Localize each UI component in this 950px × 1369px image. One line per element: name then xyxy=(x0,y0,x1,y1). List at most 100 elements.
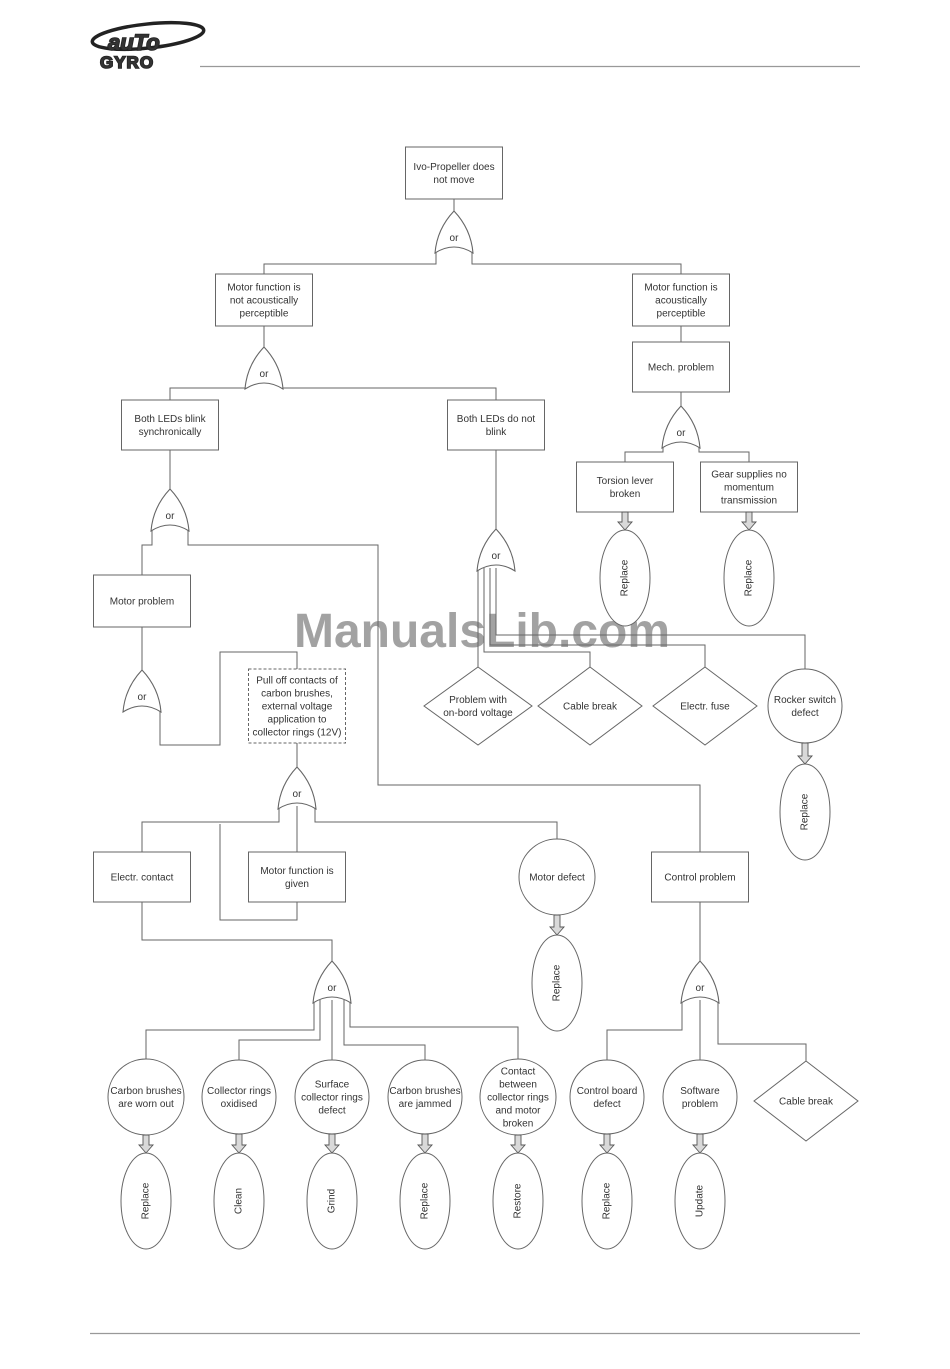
action-oval xyxy=(306,1152,358,1250)
node-label-line: Electr. contact xyxy=(111,873,174,884)
node-motor-defect: Motor defect xyxy=(518,838,596,916)
action-label: Clean xyxy=(234,1188,245,1214)
action-label: Restore xyxy=(513,1183,524,1218)
node-label-line: Both LEDs blink xyxy=(134,414,206,425)
connector-line xyxy=(717,1000,807,1061)
connector-line xyxy=(187,528,701,852)
connector-line xyxy=(263,250,437,274)
action-oval xyxy=(599,529,651,627)
or-gate: or xyxy=(661,405,701,450)
down-arrow-icon xyxy=(741,511,757,531)
connector-line xyxy=(624,446,664,462)
node-label-line: blink xyxy=(486,427,508,438)
node-mech: Mech. problem xyxy=(632,341,730,393)
node-label-line: are jammed xyxy=(399,1099,452,1110)
action-gear: Replace xyxy=(723,511,775,627)
action-cr-ox: Clean xyxy=(213,1133,265,1250)
or-gate-label: or xyxy=(328,983,338,994)
connector-line xyxy=(238,1000,321,1060)
action-label: Replace xyxy=(602,1182,613,1219)
node-label-line: Torsion lever xyxy=(597,476,654,487)
node-label-line: Both LEDs do not xyxy=(457,414,536,425)
action-cboard: Replace xyxy=(581,1133,633,1250)
action-oval xyxy=(723,529,775,627)
node-cable1: Cable break xyxy=(537,666,643,746)
node-label-line: Carbon brushes xyxy=(389,1086,460,1097)
node-control: Control problem xyxy=(651,851,749,903)
node-label-line: synchronically xyxy=(139,427,202,438)
logo-text-top: auTo xyxy=(108,30,160,55)
down-arrow-icon xyxy=(324,1133,340,1154)
node-label-line: Gear supplies no xyxy=(711,470,787,481)
or-gate-label: or xyxy=(450,233,460,244)
node-label-line: Carbon brushes xyxy=(110,1086,181,1097)
node-label-line: Motor function is xyxy=(260,866,333,877)
node-label-line: Control problem xyxy=(664,873,735,884)
connector-line xyxy=(483,568,591,667)
action-motor-defect: Replace xyxy=(531,914,583,1032)
node-label-line: Electr. fuse xyxy=(680,702,730,713)
node-label-line: given xyxy=(285,879,309,890)
connector-lines xyxy=(141,199,807,1061)
action-cb-jam: Replace xyxy=(399,1133,451,1250)
node-label-line: transmission xyxy=(721,496,777,507)
down-arrow-icon xyxy=(510,1134,526,1154)
node-label-line: problem xyxy=(682,1099,718,1110)
connector-line xyxy=(343,1000,426,1060)
node-label-line: collector rings xyxy=(487,1093,549,1104)
node-label-line: acoustically xyxy=(655,296,707,307)
node-label-line: defect xyxy=(593,1099,620,1110)
node-label-line: Motor defect xyxy=(529,873,585,884)
node-label-line: broken xyxy=(610,489,641,500)
or-gate: or xyxy=(150,488,190,533)
or-gate: or xyxy=(122,669,162,714)
node-label-line: Mech. problem xyxy=(648,363,714,374)
node-label-line: momentum xyxy=(724,483,774,494)
action-label: Update xyxy=(695,1184,706,1217)
node-label-line: collector rings xyxy=(301,1093,363,1104)
or-gate-label: or xyxy=(677,428,687,439)
connector-line xyxy=(489,568,706,667)
node-label-line: collector rings (12V) xyxy=(253,728,342,739)
or-gate-label: or xyxy=(260,369,270,380)
node-label-line: perceptible xyxy=(657,309,706,320)
or-gate: or xyxy=(312,960,352,1005)
node-fuse: Electr. fuse xyxy=(652,666,758,746)
down-arrow-icon xyxy=(692,1133,708,1154)
node-label-line: Ivo-Propeller does xyxy=(413,162,494,173)
action-cb-worn: Replace xyxy=(120,1134,172,1250)
node-label-line: Cable break xyxy=(779,1097,834,1108)
node-label-line: Motor function is xyxy=(227,283,300,294)
node-label-line: Control board xyxy=(577,1086,638,1097)
action-label: Grind xyxy=(327,1189,338,1213)
or-gate: or xyxy=(476,528,516,573)
action-torsion: Replace xyxy=(599,511,651,627)
node-label-line: on-bord voltage xyxy=(443,708,513,719)
connector-line xyxy=(314,806,558,839)
action-oval xyxy=(492,1152,544,1250)
connector-line xyxy=(349,1000,519,1059)
connector-line xyxy=(159,651,298,746)
connector-line xyxy=(606,1000,683,1060)
node-leds-sync: Both LEDs blink synchronically xyxy=(121,399,219,451)
node-label-line: between xyxy=(499,1080,537,1091)
node-label-line: Collector rings xyxy=(207,1086,271,1097)
action-oval xyxy=(213,1152,265,1250)
connector-line xyxy=(141,528,153,575)
action-label: Replace xyxy=(141,1182,152,1219)
node-label-line: Pull off contacts of xyxy=(256,676,338,687)
node-cboard: Control board defect xyxy=(569,1059,645,1135)
action-oval xyxy=(399,1152,451,1250)
action-contact-between: Restore xyxy=(492,1134,544,1250)
node-label-line: broken xyxy=(503,1119,534,1130)
or-gate: or xyxy=(244,346,284,391)
